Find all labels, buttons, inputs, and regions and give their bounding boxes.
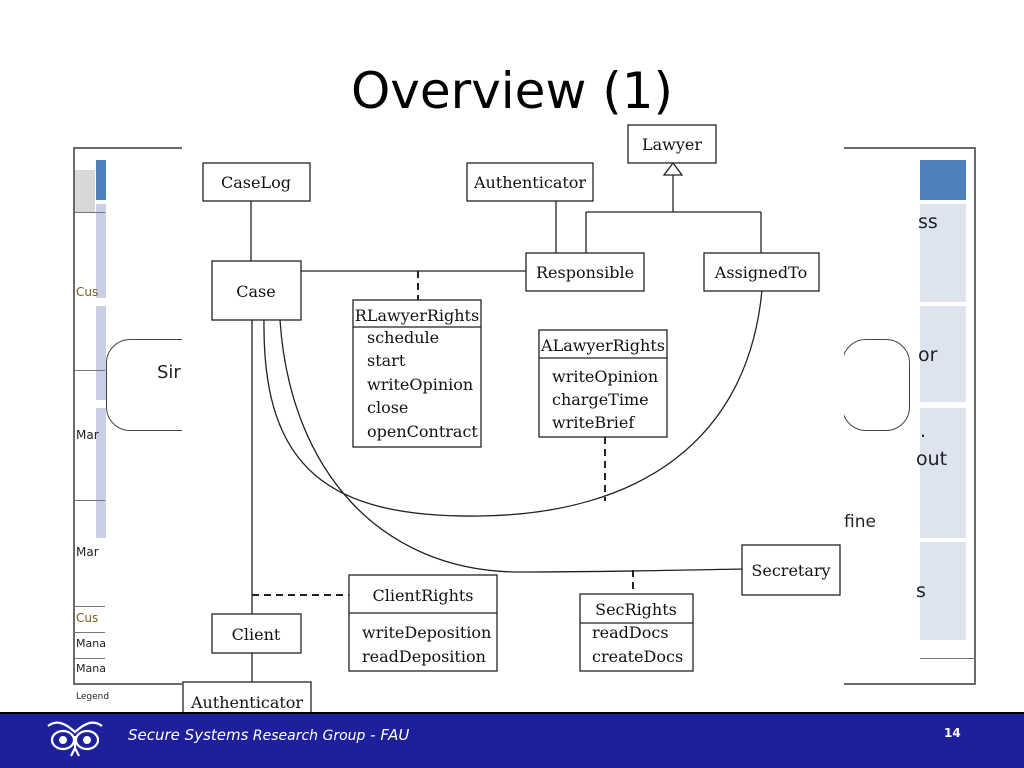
background-table-cell [920, 542, 966, 640]
secrights-label: SecRights [595, 600, 677, 619]
background-fragment: Mar [76, 428, 99, 442]
background-table-header-cell [920, 160, 966, 200]
authenticator-bottom-label: Authenticator [190, 693, 303, 712]
operation: openContract [367, 422, 478, 441]
caselog-class [202, 162, 311, 202]
background-fragment: Cus [76, 611, 99, 625]
background-fragment: Mana [76, 637, 106, 650]
assignedto-label: AssignedTo [714, 263, 807, 282]
background-table-rule [75, 212, 105, 213]
background-table-cell [920, 306, 966, 402]
background-fragment: ss [918, 211, 938, 233]
responsible-label: Responsible [536, 263, 634, 282]
background-fragment: Cus [76, 285, 99, 299]
footer-org-name: Secure Systems Research Group - FAU [128, 726, 409, 744]
background-table-rule [75, 658, 105, 659]
rlawyerrights-label: RLawyerRights [355, 306, 479, 325]
background-table-rule [75, 500, 105, 501]
background-table-rule [75, 606, 105, 607]
responsible-class [525, 252, 645, 292]
footer-org-part: Research Group [248, 728, 366, 744]
footer-org-part: - FAU [365, 726, 410, 744]
slide-title: Overview (1) [350, 62, 674, 120]
background-table-left-accent [96, 160, 106, 200]
background-fragment: Mana [76, 662, 106, 675]
case-label: Case [236, 282, 275, 301]
lawyer-class [627, 124, 717, 164]
background-fragment: out [916, 448, 948, 470]
operation: chargeTime [552, 390, 649, 409]
background-table-strip [96, 204, 106, 298]
diagram-connectors [250, 173, 763, 682]
owl-logo-icon [47, 721, 103, 757]
footer-org-part: Secure Systems [128, 726, 249, 744]
clientrights-label: ClientRights [372, 586, 473, 605]
caselog-label: CaseLog [221, 173, 291, 192]
background-fragment: or [918, 344, 938, 366]
authenticator-top-class [466, 162, 594, 202]
client-class [211, 613, 302, 654]
background-table-rule [75, 632, 105, 633]
rlawyerrights-class [352, 299, 482, 448]
operation: close [367, 398, 408, 417]
operation: writeOpinion [367, 375, 473, 394]
clientrights-class [348, 574, 498, 672]
background-table-header-band [75, 170, 95, 212]
operation: readDocs [592, 623, 669, 642]
background-fragment: Mar [76, 545, 99, 559]
case-assignedto-link [263, 289, 763, 517]
background-fragment: s [916, 580, 926, 602]
background-table-strip [96, 306, 106, 400]
alawyerrights-class [538, 329, 668, 438]
operation: writeOpinion [552, 367, 658, 386]
background-fragment: Sir [157, 362, 181, 383]
secretary-class [741, 544, 841, 596]
authenticator-top-label: Authenticator [473, 173, 586, 192]
generalization-arrowhead [662, 161, 684, 176]
class-boxes [182, 124, 841, 721]
lawyer-label: Lawyer [642, 135, 702, 154]
assignedto-class [703, 252, 820, 292]
footer-bar [0, 712, 1024, 768]
background-table-cell [920, 204, 966, 302]
operation: writeDeposition [362, 623, 491, 642]
case-class [211, 260, 302, 321]
background-table-cell [920, 408, 966, 538]
secretary-label: Secretary [751, 561, 830, 580]
alawyerrights-label: ALawyerRights [540, 336, 665, 355]
background-fragment: Legend [76, 692, 110, 702]
operation: schedule [367, 328, 439, 347]
operation: createDocs [592, 647, 683, 666]
compartment-separators [349, 326, 693, 624]
background-table-strip [96, 408, 106, 538]
background-fragment: fine [844, 512, 876, 532]
operation: writeBrief [552, 413, 635, 432]
background-fragment: . [920, 420, 927, 442]
operation: start [367, 351, 406, 370]
case-secretary-link [279, 319, 743, 573]
client-label: Client [232, 625, 281, 644]
secrights-class [579, 593, 694, 672]
background-table-rule [75, 370, 105, 371]
slide-number: 14 [944, 726, 961, 740]
association-class-links [252, 271, 634, 596]
background-callout-right [842, 339, 910, 431]
operation: readDeposition [362, 647, 486, 666]
background-table-rule [920, 658, 974, 659]
